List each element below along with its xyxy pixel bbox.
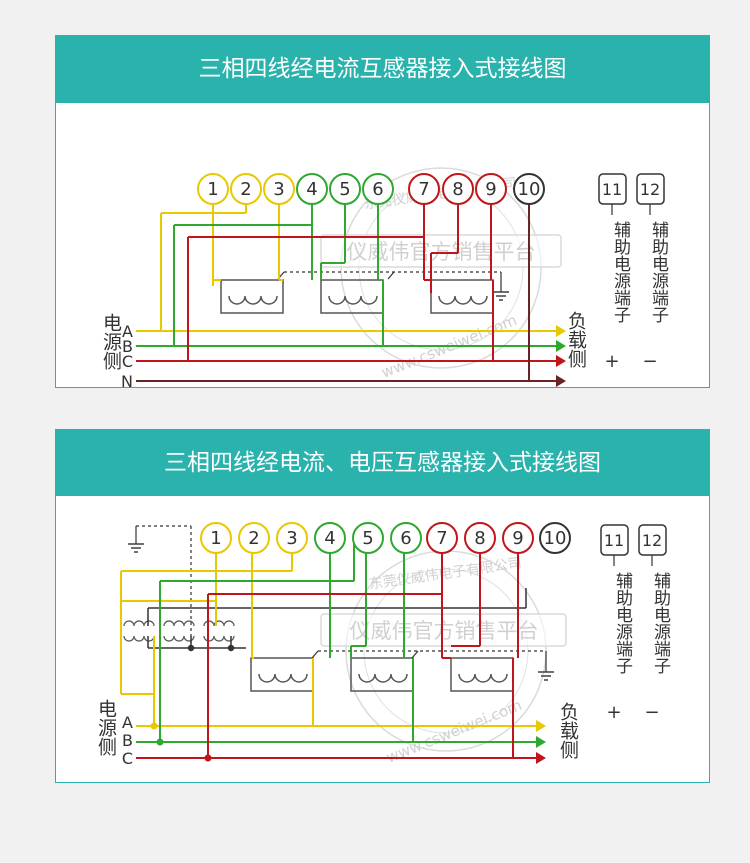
load-side-label: 负载侧 xyxy=(557,702,579,759)
terminal-6 xyxy=(362,173,394,205)
terminal-2-label: 2 xyxy=(248,528,259,549)
terminal-7 xyxy=(408,173,440,205)
phase-label-b: B xyxy=(122,731,133,750)
watermark-url: www.csweiwei.com xyxy=(384,696,525,767)
phase-label-a: A xyxy=(122,322,133,341)
terminal-7-label: 7 xyxy=(436,528,447,549)
aux-label-left: 辅助电源端子 xyxy=(612,572,633,674)
source-side-label: 电源侧 xyxy=(95,699,117,756)
wiring-diagram-ct-pt: 三相四线经电流、电压互感器接入式接线图 仪威伟官方销售平台 东莞仪威伟电子有限公… xyxy=(55,429,710,783)
aux-sign-plus: + xyxy=(604,351,619,372)
phase-b-wiring xyxy=(136,539,546,748)
terminal-1-label: 1 xyxy=(210,528,221,549)
wiring-diagram-ct: 三相四线经电流互感器接入式接线图 仪威伟官方销售平台 东莞仪威伟电子有限公司 w… xyxy=(55,35,710,388)
terminal-5-label: 5 xyxy=(362,528,373,549)
terminal-7-label: 7 xyxy=(418,179,429,200)
terminal-5 xyxy=(329,173,361,205)
ct-coils xyxy=(228,295,488,305)
terminal-10-label: 10 xyxy=(544,528,567,549)
terminal-9-label: 9 xyxy=(512,528,523,549)
diagram-title: 三相四线经电流互感器接入式接线图 xyxy=(56,36,709,103)
terminal-10 xyxy=(539,522,571,554)
terminal-3-label: 3 xyxy=(273,179,284,200)
aux-sign-minus: − xyxy=(642,351,657,372)
terminal-6 xyxy=(390,522,422,554)
terminal-9-label: 9 xyxy=(485,179,496,200)
aux-terminal-12-label: 12 xyxy=(642,531,662,550)
aux-label-right: 辅助电源端子 xyxy=(648,221,669,323)
phase-label-c: C xyxy=(122,749,133,768)
aux-label-left: 辅助电源端子 xyxy=(610,221,631,323)
phase-c-wiring xyxy=(136,203,566,367)
terminal-4-label: 4 xyxy=(306,179,317,200)
load-side-label: 负载侧 xyxy=(565,311,587,368)
terminal-7 xyxy=(426,522,458,554)
terminal-1-label: 1 xyxy=(207,179,218,200)
terminal-1 xyxy=(200,522,232,554)
aux-terminal-12-label: 12 xyxy=(640,180,660,199)
phase-label-c: C xyxy=(122,352,133,371)
aux-sign-plus: + xyxy=(606,702,621,723)
current-transformer-boxes xyxy=(220,279,494,314)
diagram-title: 三相四线经电流、电压互感器接入式接线图 xyxy=(56,430,709,496)
phase-a-wiring xyxy=(136,203,566,337)
terminal-9 xyxy=(475,173,507,205)
aux-terminals: 11 12 辅助电源端子 辅助电源端子 + − xyxy=(600,524,671,723)
terminal-5-label: 5 xyxy=(339,179,350,200)
arrow-a-icon xyxy=(536,720,546,732)
terminal-4-label: 4 xyxy=(324,528,335,549)
terminal-5 xyxy=(352,522,384,554)
watermark-arc-text: 东莞仪威伟电子有限公司 xyxy=(368,555,523,592)
phase-b-wiring xyxy=(136,195,566,352)
ct-pt-wiring-svg: 仪威伟官方销售平台 东莞仪威伟电子有限公司 www.csweiwei.com xyxy=(95,522,671,768)
pt-secondary-common xyxy=(147,588,527,652)
aux-sign-minus: − xyxy=(644,702,659,723)
terminal-9 xyxy=(502,522,534,554)
arrow-c-icon xyxy=(536,752,546,764)
terminal-3 xyxy=(276,522,308,554)
phase-label-b: B xyxy=(122,337,133,356)
terminal-8 xyxy=(464,522,496,554)
terminal-2-label: 2 xyxy=(240,179,251,200)
terminal-8-label: 8 xyxy=(452,179,463,200)
phase-label-n: N xyxy=(121,372,133,387)
terminal-10 xyxy=(513,173,545,205)
terminal-1 xyxy=(197,173,229,205)
arrow-n-icon xyxy=(556,375,566,387)
phase-label-a: A xyxy=(122,713,133,732)
aux-label-right: 辅助电源端子 xyxy=(650,572,671,674)
ct-coils xyxy=(258,673,508,683)
arrow-a-icon xyxy=(556,325,566,337)
terminal-2 xyxy=(238,522,270,554)
terminal-3 xyxy=(263,173,295,205)
ct-secondary-link xyxy=(311,650,547,672)
terminal-10-label: 10 xyxy=(518,179,541,200)
ct-wiring-svg: 仪威伟官方销售平台 东莞仪威伟电子有限公司 www.csweiwei.com xyxy=(100,167,669,387)
source-side-label: 电源侧 xyxy=(100,313,122,370)
ground-icon xyxy=(538,671,554,681)
voltage-transformers xyxy=(123,620,235,642)
terminal-6-label: 6 xyxy=(400,528,411,549)
watermark-brand: 仪威伟官方销售平台 xyxy=(350,619,539,643)
arrow-b-icon xyxy=(536,736,546,748)
arrow-b-icon xyxy=(556,340,566,352)
phase-a-wiring xyxy=(120,539,546,732)
terminal-6-label: 6 xyxy=(372,179,383,200)
terminal-4 xyxy=(296,173,328,205)
aux-terminal-11-label: 11 xyxy=(602,180,622,199)
aux-terminal-11-label: 11 xyxy=(604,531,624,550)
ground-icon xyxy=(493,291,509,301)
meter-terminals: 1 2 3 4 5 6 7 8 9 10 xyxy=(200,522,571,554)
pt-ground-link xyxy=(135,525,192,648)
arrow-c-icon xyxy=(556,355,566,367)
terminal-4 xyxy=(314,522,346,554)
ground-icon xyxy=(128,543,144,553)
terminal-2 xyxy=(230,173,262,205)
meter-terminals: 1 2 3 4 5 6 7 8 9 10 xyxy=(197,173,545,205)
terminal-8 xyxy=(442,173,474,205)
terminal-3-label: 3 xyxy=(286,528,297,549)
aux-terminals: 11 12 辅助电源端子 辅助电源端子 + − xyxy=(598,173,669,372)
terminal-8-label: 8 xyxy=(474,528,485,549)
neutral-wiring xyxy=(136,203,566,387)
